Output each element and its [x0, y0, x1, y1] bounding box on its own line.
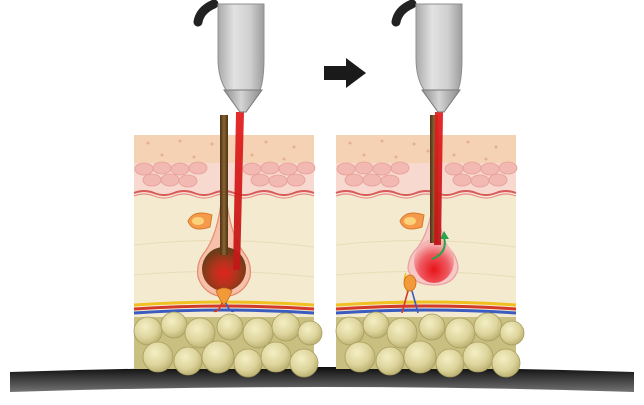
dermal-papilla — [404, 275, 416, 291]
skin-cross-section — [336, 115, 524, 377]
laser-handpiece-icon — [198, 4, 264, 112]
panel-after — [336, 4, 524, 377]
panel-before — [134, 4, 322, 377]
skin-cross-section — [134, 115, 322, 377]
hair-shaft — [220, 115, 228, 255]
gland-highlight — [404, 217, 416, 225]
floor-shadow — [10, 367, 634, 392]
right-arrow-icon — [324, 58, 366, 88]
laser-handpiece-icon — [396, 4, 462, 112]
gland-highlight — [192, 217, 204, 225]
hair-bulb-damaged — [414, 239, 454, 283]
